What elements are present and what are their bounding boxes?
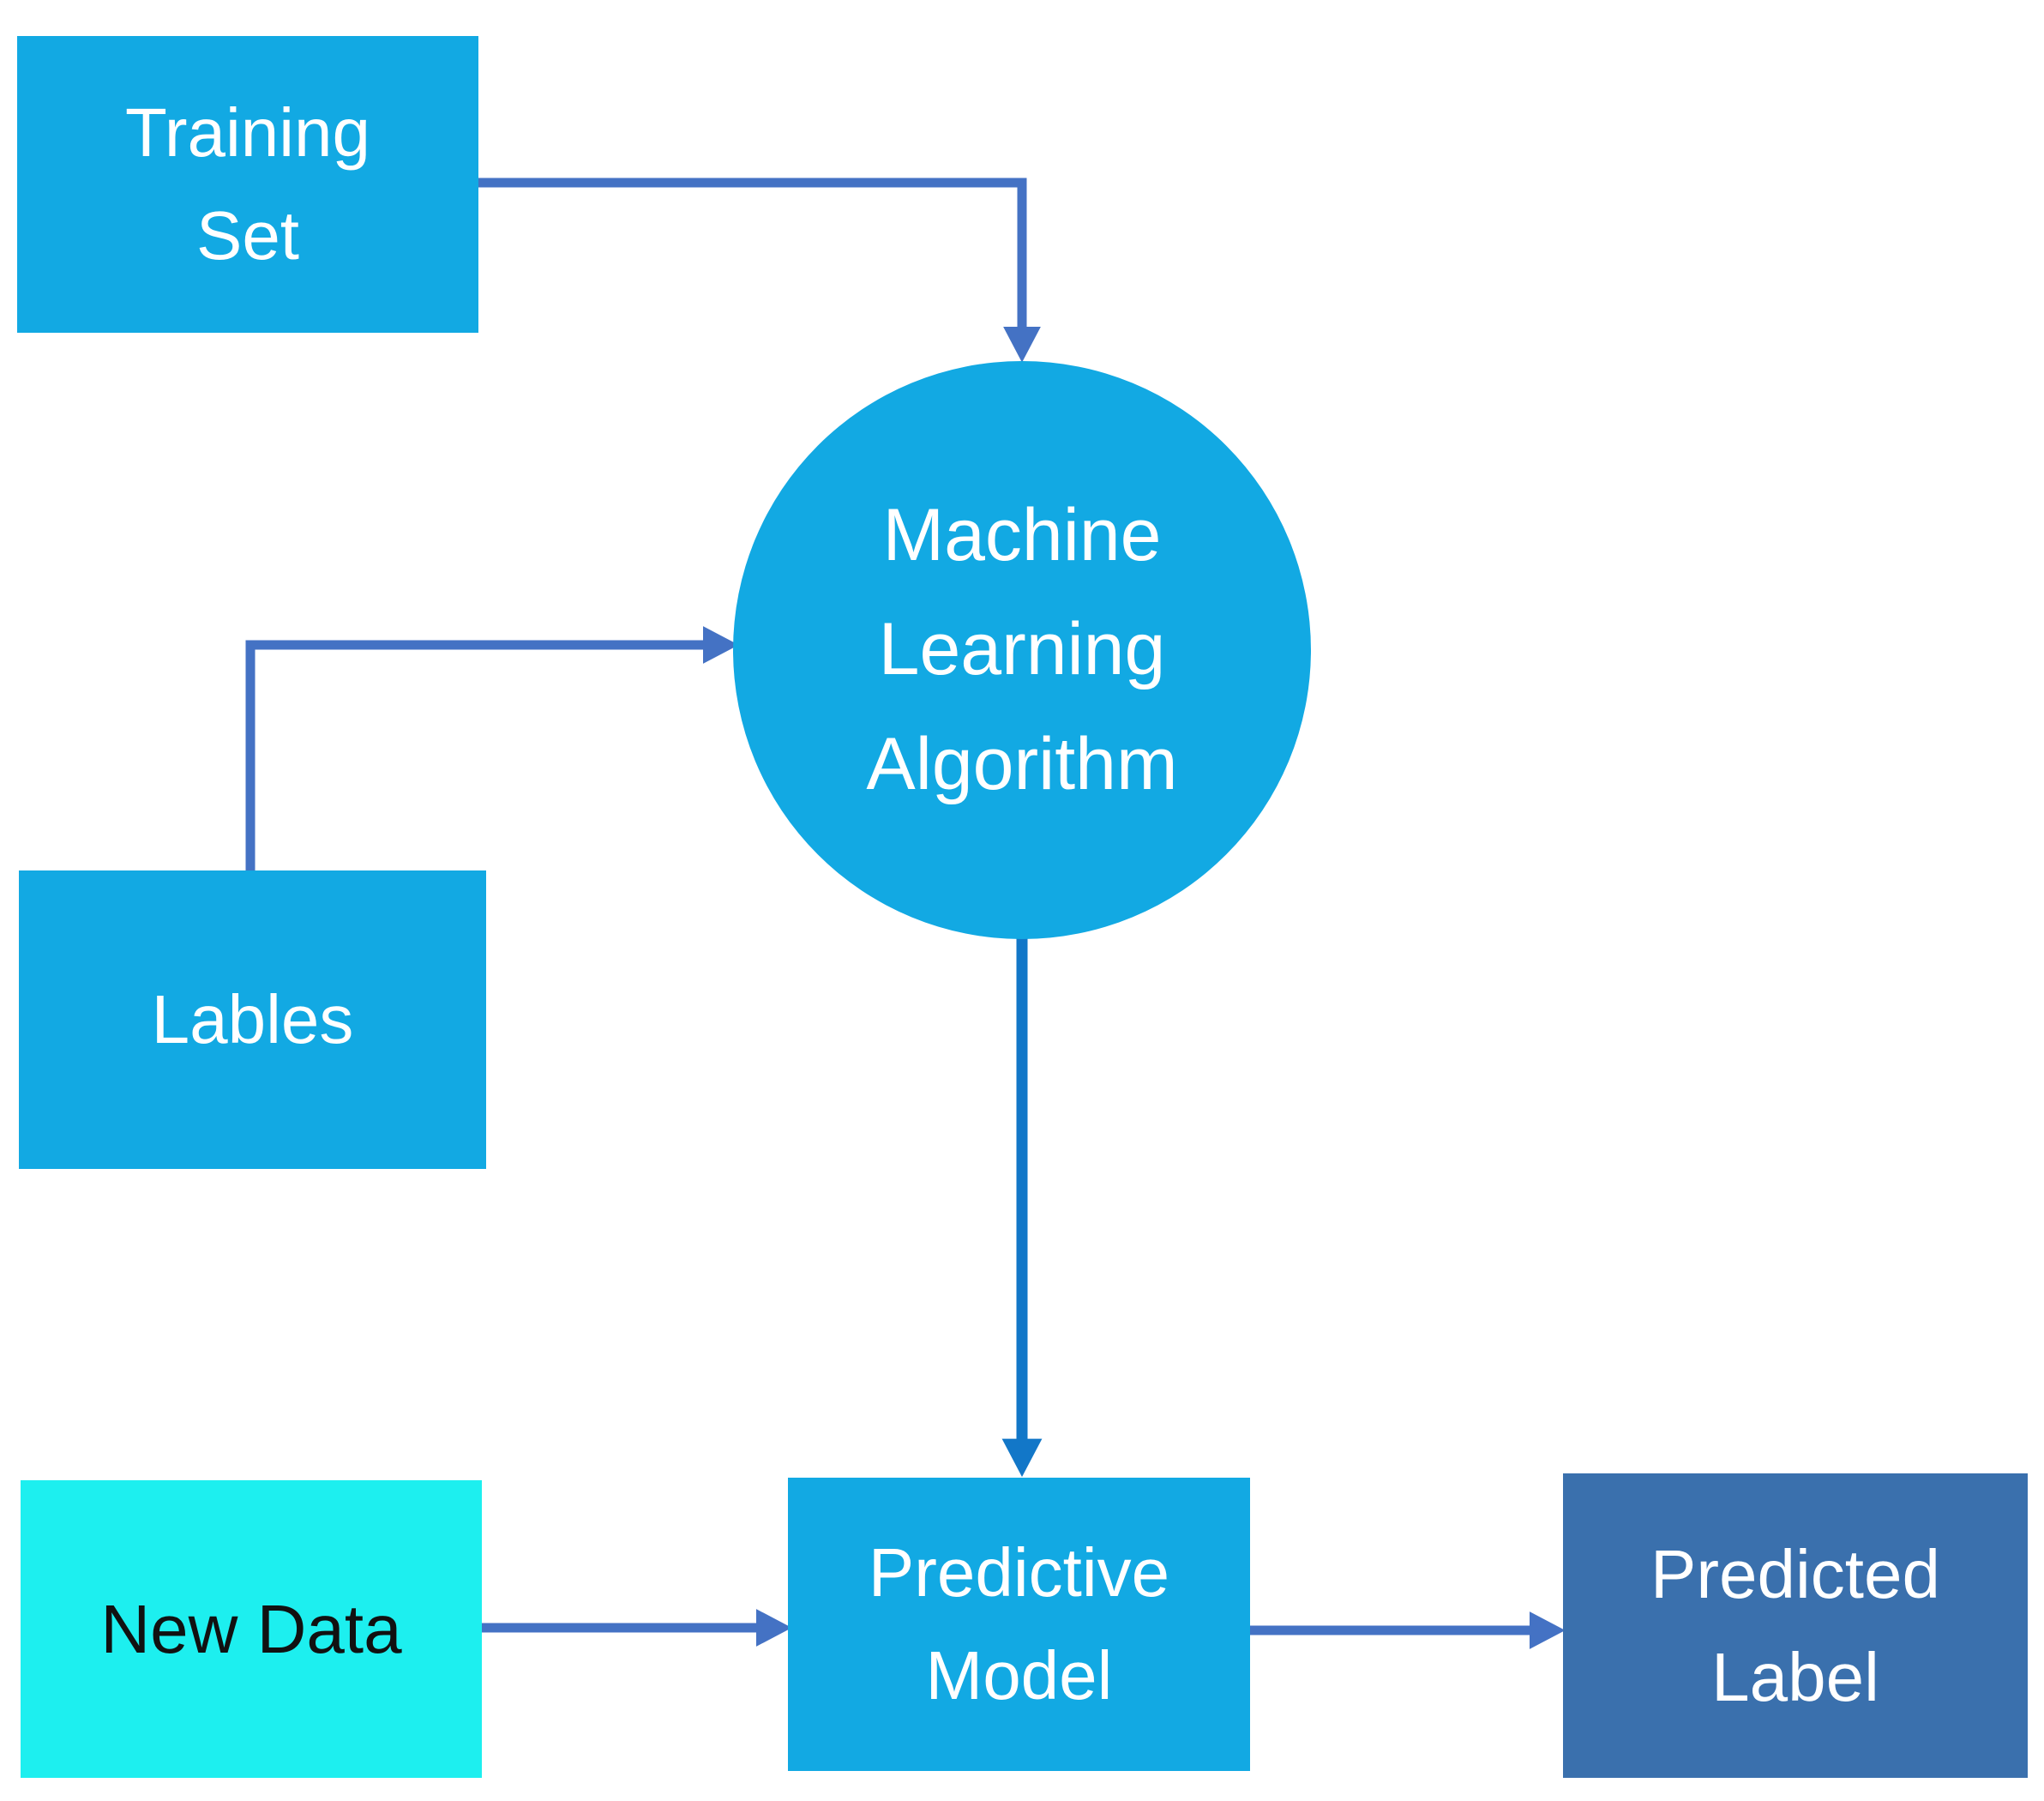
node-ml-algorithm: Machine Learning Algorithm bbox=[733, 361, 1311, 939]
node-predicted-label: Predicted Label bbox=[1563, 1473, 2028, 1778]
node-predictive-model: Predictive Model bbox=[788, 1478, 1250, 1771]
edge-labels-to-ml-algorithm bbox=[245, 626, 739, 870]
edge-training-set-to-ml-algorithm bbox=[478, 178, 1041, 363]
node-training-set-label: Training Set bbox=[124, 94, 371, 274]
node-new-data-label: New Data bbox=[100, 1590, 402, 1667]
node-predicted-label-label: Predicted Label bbox=[1650, 1535, 1940, 1715]
node-predictive-model-label: Predictive Model bbox=[868, 1534, 1170, 1714]
node-labels-label: Lables bbox=[151, 981, 354, 1057]
node-labels: Lables bbox=[19, 870, 486, 1169]
node-training-set: Training Set bbox=[17, 36, 478, 333]
node-new-data: New Data bbox=[21, 1480, 482, 1778]
node-ml-algorithm-label: Machine Learning Algorithm bbox=[866, 494, 1178, 805]
